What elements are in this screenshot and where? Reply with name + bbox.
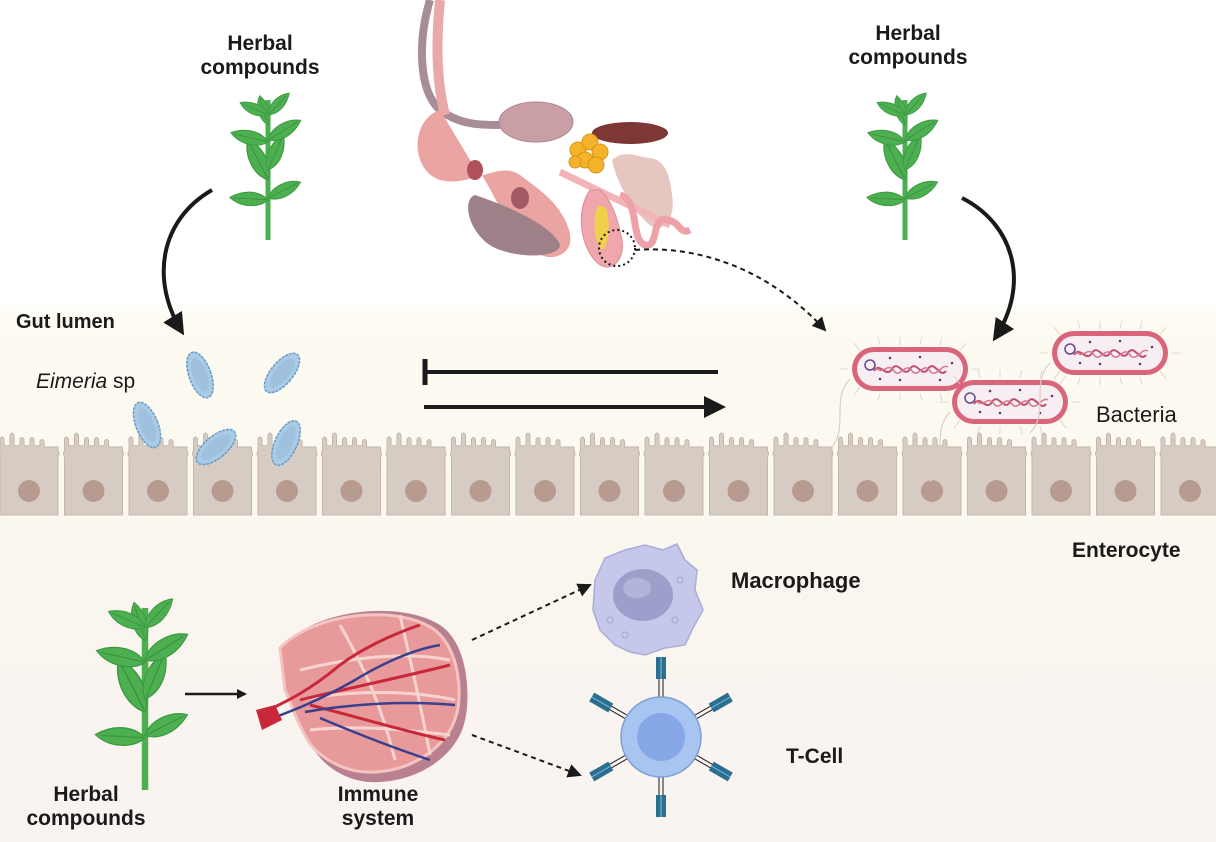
immune-system-illustration xyxy=(256,610,468,783)
label-enterocyte: Enterocyte xyxy=(1072,539,1181,562)
enterocyte-cell xyxy=(643,432,705,516)
arrow-herbal-to-eimeria xyxy=(161,188,214,336)
enterocyte-cell xyxy=(1030,432,1092,516)
herbal-plant-top-right xyxy=(866,90,942,240)
enterocyte-cell xyxy=(385,432,447,516)
enterocyte-cell xyxy=(514,432,576,516)
enterocyte-cell xyxy=(450,432,511,516)
label-immune-system: Immune system xyxy=(337,783,419,831)
eimeria-oocyst xyxy=(180,347,220,403)
enterocyte-cell xyxy=(966,432,1027,516)
label-bacteria: Bacteria xyxy=(1096,402,1177,427)
label-herbal-compounds-top-right: Herbal compounds xyxy=(848,22,968,70)
digestive-tract-illustration xyxy=(417,0,692,268)
inhibition-arrow xyxy=(422,359,718,385)
enterocyte-cell xyxy=(63,432,124,516)
enterocyte-row xyxy=(0,432,1216,516)
label-gut-lumen: Gut lumen xyxy=(16,311,115,333)
arrow-immune-to-tcell xyxy=(471,734,582,778)
arrow-tract-to-bacteria xyxy=(634,248,827,332)
eimeria-oocyst xyxy=(257,346,307,400)
label-t-cell: T-Cell xyxy=(786,745,844,768)
enterocyte-cell xyxy=(837,432,898,516)
macrophage-cell xyxy=(592,543,704,656)
arrow-immune-to-macrophage xyxy=(471,583,592,641)
zoom-region-marker xyxy=(598,229,636,267)
t-cell xyxy=(588,656,734,818)
enterocyte-cell xyxy=(901,432,963,516)
label-herbal-compounds-bottom-left: Herbal compounds xyxy=(26,783,146,831)
herbal-plant-top-left xyxy=(229,90,305,240)
enterocyte-cell xyxy=(708,432,769,516)
enterocyte-cell xyxy=(321,432,382,516)
arrow-herbal-to-bacteria xyxy=(961,196,1016,342)
label-herbal-compounds-top-left: Herbal compounds xyxy=(200,32,320,80)
enterocyte-cell xyxy=(1095,432,1156,516)
enterocyte-cell xyxy=(579,432,640,516)
label-eimeria: Eimeria sp xyxy=(36,370,136,393)
label-macrophage: Macrophage xyxy=(731,568,861,593)
herbal-plant-bottom-left xyxy=(94,595,192,790)
enterocyte-cell xyxy=(772,432,834,516)
enterocyte-cell xyxy=(1159,432,1216,516)
enterocyte-cell xyxy=(0,432,60,516)
